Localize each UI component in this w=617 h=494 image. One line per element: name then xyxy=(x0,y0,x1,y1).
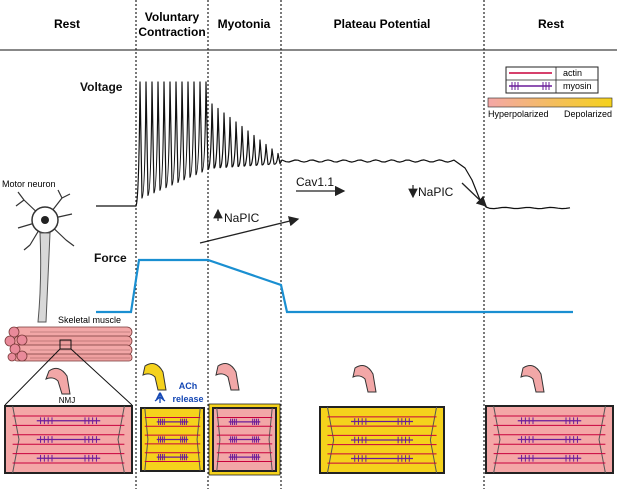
skeletal-muscle-label: Skeletal muscle xyxy=(58,315,121,325)
nmj-label: NMJ xyxy=(59,396,75,405)
header-myotonia: Myotonia xyxy=(218,17,271,31)
nmj-rest-1 xyxy=(45,367,71,395)
sarcomere-group xyxy=(4,403,614,476)
legend-myosin-heads xyxy=(511,82,550,90)
force-label: Force xyxy=(94,251,127,265)
axon xyxy=(37,232,51,323)
header-contraction: Contraction xyxy=(138,25,205,39)
sarcomere-plateau xyxy=(319,406,445,474)
napic-up-label: NaPIC xyxy=(224,211,260,225)
nmj-voluntary: ACh release xyxy=(142,363,204,404)
sarcomere-rest-2 xyxy=(485,405,614,474)
legend-myosin-label: myosin xyxy=(563,81,592,91)
sarcomere-rest-1 xyxy=(4,405,133,474)
sarcomere-myotonia xyxy=(208,403,281,476)
phase-separators xyxy=(135,0,485,489)
header-rest-1: Rest xyxy=(54,17,80,31)
ach-label: ACh xyxy=(179,381,198,391)
napic-down-arrow xyxy=(461,182,487,207)
skeletal-muscle: Skeletal muscle xyxy=(4,315,133,406)
motor-neuron: Motor neuron xyxy=(2,179,75,323)
cav-label: Cav1.1 xyxy=(296,175,334,189)
header-voluntary: Voluntary xyxy=(145,10,200,24)
voltage-trace xyxy=(96,81,571,210)
voltage-label: Voltage xyxy=(80,80,123,94)
legend-depolarized: Depolarized xyxy=(564,109,612,119)
motor-neuron-label: Motor neuron xyxy=(2,179,56,189)
napic-down-annotation: NaPIC xyxy=(408,185,454,199)
napic-up-arrow xyxy=(199,216,300,244)
legend-hyperpolarized: Hyperpolarized xyxy=(488,109,549,119)
nmj-rest-2 xyxy=(520,365,545,393)
header-plateau: Plateau Potential xyxy=(334,17,431,31)
sarcomere-voluntary xyxy=(140,407,205,472)
napic-up-annotation: NaPIC xyxy=(213,208,260,225)
legend: actin myosin Hyperpolarized Depolarized xyxy=(487,66,613,119)
napic-down-label: NaPIC xyxy=(418,185,454,199)
header-rest-2: Rest xyxy=(538,17,564,31)
legend-gradient xyxy=(487,97,613,108)
nmj-myotonia xyxy=(215,363,240,391)
nmj-plateau xyxy=(352,365,377,393)
force-trace xyxy=(96,258,573,314)
legend-actin-label: actin xyxy=(563,68,582,78)
release-label: release xyxy=(172,394,203,404)
